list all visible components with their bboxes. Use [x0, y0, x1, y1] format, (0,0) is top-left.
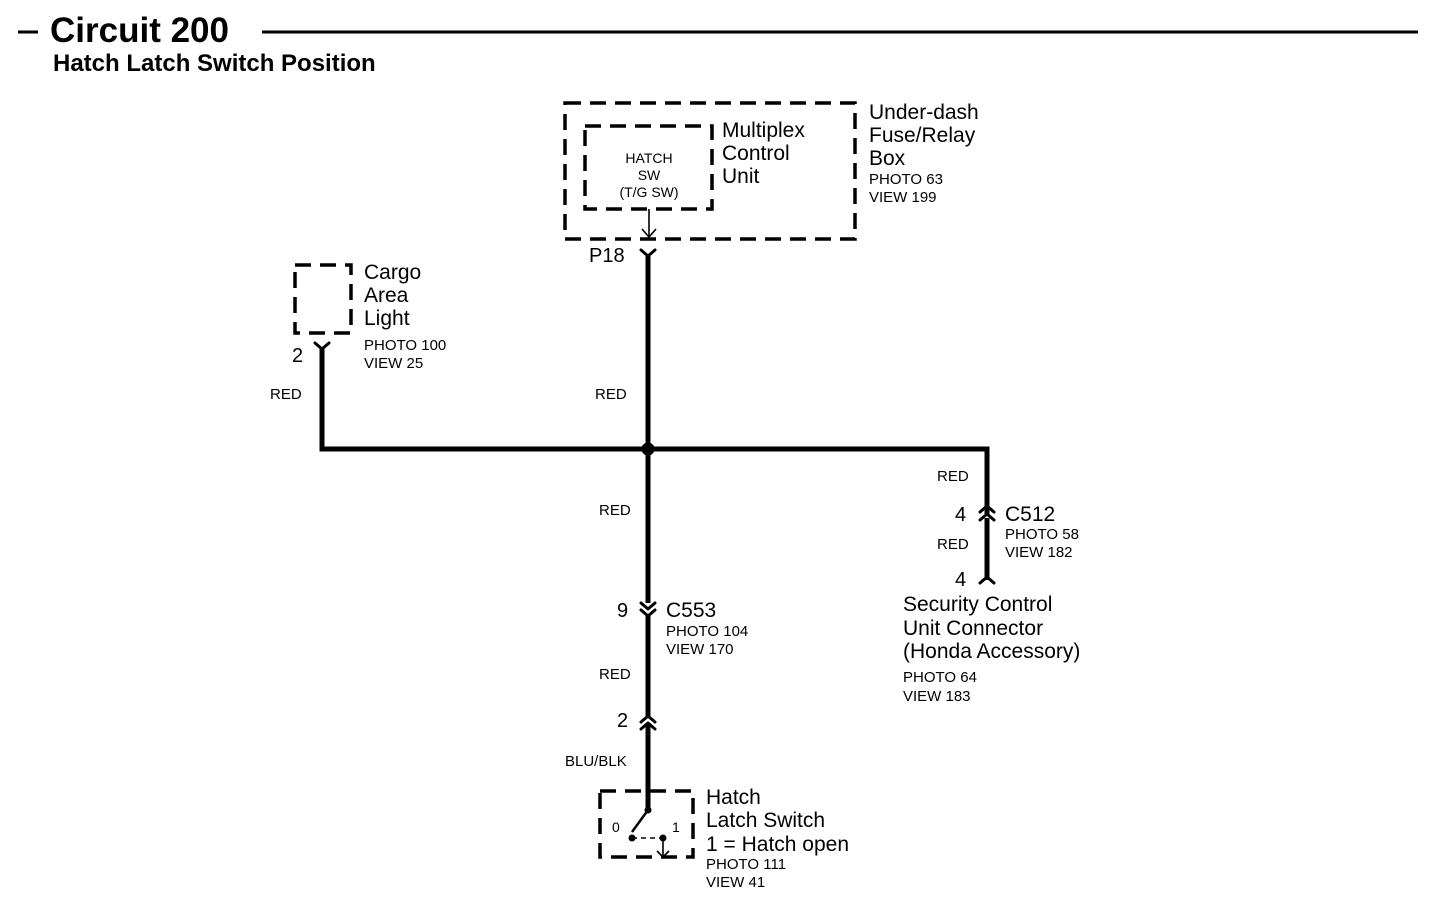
cargo-light-connector-icon [313, 341, 331, 351]
multiplex-control-unit: HATCH SW (T/G SW) Multiplex Control Unit… [583, 119, 805, 267]
switch-actuator-arrow-icon [656, 850, 670, 859]
switch-blade-icon [630, 809, 650, 833]
wire-horizontal-bus [319, 349, 990, 514]
security-unit-name-line-1: Security Control [903, 593, 1052, 616]
fuse-box-view: VIEW 199 [869, 189, 937, 206]
circuit-subtitle: Hatch Latch Switch Position [53, 50, 376, 77]
hatch-latch-switch: 0 1 Hatch Latch Switch 1 = Hatch open PH… [598, 786, 849, 891]
splice-junction [641, 442, 655, 456]
mcu-internal-arrow-icon [641, 228, 657, 239]
wires [319, 256, 990, 808]
fuse-relay-box: Under-dash Fuse/Relay Box PHOTO 63 VIEW … [563, 101, 979, 241]
security-control-unit: Security Control Unit Connector (Honda A… [903, 593, 1080, 705]
security-unit-name-line-3: (Honda Accessory) [903, 640, 1080, 663]
fuse-box-photo: PHOTO 63 [869, 171, 943, 188]
mcu-inner-line-1: HATCH [625, 150, 672, 166]
cargo-light-pin: 2 [292, 345, 303, 367]
security-unit-view: VIEW 183 [903, 688, 971, 705]
fuse-box-name-line-1: Under-dash [869, 101, 979, 124]
cargo-light-outline [293, 263, 353, 335]
wire-labels: RED RED RED RED RED RED BLU/BLK [270, 386, 969, 770]
c512-name: C512 [1005, 503, 1055, 526]
security-unit-photo: PHOTO 64 [903, 669, 977, 686]
c512-upper-connector-icon [978, 504, 996, 514]
c512-connector: 4 C512 PHOTO 58 VIEW 182 4 [955, 503, 1079, 591]
c553-pin: 9 [617, 600, 628, 622]
mcu-inner-line-2: SW [638, 167, 661, 183]
mcu-outline [583, 124, 714, 211]
c512-pin-top: 4 [955, 504, 966, 526]
c553-lower-connector-icon [639, 608, 657, 618]
mcu-name-line-3: Unit [722, 165, 760, 188]
security-unit-name-line-2: Unit Connector [903, 617, 1043, 640]
switch-connector-pin: 2 [617, 710, 628, 732]
fuse-relay-box-outline [563, 101, 857, 241]
switch-pos-1-label: 1 [672, 819, 680, 835]
wire-label-cargo-red: RED [270, 386, 302, 403]
circuit-title: Circuit 200 [50, 11, 229, 50]
wire-label-right-red-top: RED [937, 468, 969, 485]
fuse-box-name-line-2: Fuse/Relay [869, 124, 976, 147]
cargo-light-photo: PHOTO 100 [364, 337, 446, 354]
hatch-switch-photo: PHOTO 111 [706, 856, 786, 873]
mcu-pin-label: P18 [589, 245, 625, 267]
c553-name: C553 [666, 599, 716, 622]
c553-view: VIEW 170 [666, 641, 734, 658]
cargo-light-name-line-3: Light [364, 307, 410, 330]
c553-connector: 9 C553 PHOTO 104 VIEW 170 [617, 599, 748, 658]
cargo-light-name-line-1: Cargo [364, 261, 421, 284]
switch-connector-upper-icon [639, 714, 657, 724]
c553-upper-connector-icon [639, 601, 657, 611]
hatch-switch-view: VIEW 41 [706, 874, 765, 891]
mcu-pin-connector-icon [639, 248, 657, 258]
mcu-name-line-2: Control [722, 142, 790, 165]
mcu-inner-line-3: (T/G SW) [619, 184, 678, 200]
hatch-switch-name-line-1: Hatch [706, 786, 761, 809]
c512-pin-bottom: 4 [955, 569, 966, 591]
c512-view: VIEW 182 [1005, 544, 1073, 561]
c512-lower-connector-icon [978, 512, 996, 522]
switch-connector-lower-icon [639, 721, 657, 731]
cargo-area-light: Cargo Area Light PHOTO 100 VIEW 25 2 [292, 261, 446, 372]
wire-label-c553-red: RED [599, 666, 631, 683]
c512-photo: PHOTO 58 [1005, 526, 1079, 543]
wire-label-center-red: RED [599, 502, 631, 519]
hatch-switch-name-line-3: 1 = Hatch open [706, 833, 849, 856]
hatch-switch-outline [598, 789, 695, 859]
fuse-box-name-line-3: Box [869, 147, 906, 170]
cargo-light-view: VIEW 25 [364, 355, 423, 372]
security-unit-connector-icon [978, 575, 996, 585]
switch-pos-0-label: 0 [612, 819, 620, 835]
mcu-name-line-1: Multiplex [722, 119, 805, 142]
c553-photo: PHOTO 104 [666, 623, 748, 640]
wire-label-right-red-mid: RED [937, 536, 969, 553]
cargo-light-name-line-2: Area [364, 284, 409, 307]
switch-inline-connector: 2 [617, 710, 657, 732]
hatch-switch-name-line-2: Latch Switch [706, 809, 825, 832]
wire-label-switch-blu-blk: BLU/BLK [565, 753, 627, 770]
wire-label-mcu-red: RED [595, 386, 627, 403]
header: Circuit 200 Hatch Latch Switch Position [18, 11, 1418, 77]
